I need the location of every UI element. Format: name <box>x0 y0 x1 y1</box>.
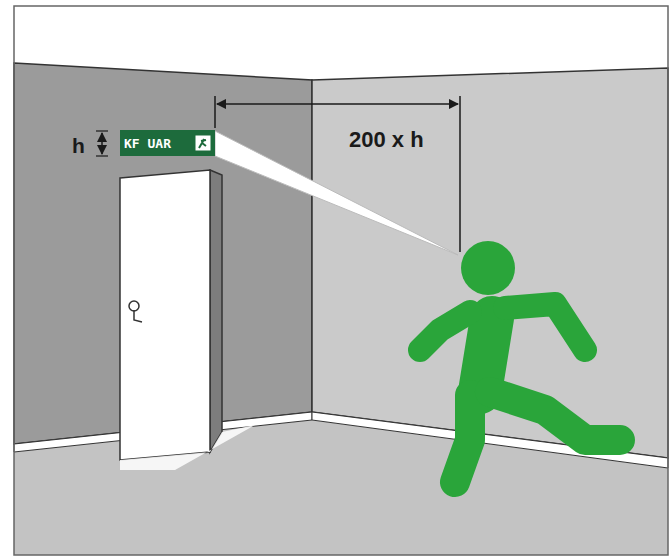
dimension-tick <box>214 96 216 128</box>
dimension-tick <box>96 130 108 131</box>
door-reveal <box>210 170 222 452</box>
pictogram-figure <box>199 139 206 148</box>
height-label: h <box>72 135 85 156</box>
sign-text: KF UAR <box>124 137 171 150</box>
dimension-tick <box>459 96 461 252</box>
right-wall <box>312 68 668 458</box>
running-figure <box>420 241 620 482</box>
dimension-tick <box>96 155 108 156</box>
door-handle <box>129 301 142 322</box>
sign-pictogram <box>195 135 211 151</box>
door <box>120 170 210 460</box>
exit-sign: KF UAR <box>120 130 215 156</box>
pictogram-ground <box>196 136 211 151</box>
dimension-line <box>217 103 458 105</box>
distance-label: 200 x h <box>349 129 424 151</box>
door-light <box>120 425 255 470</box>
height-dimension <box>101 133 103 154</box>
frame <box>14 6 668 555</box>
